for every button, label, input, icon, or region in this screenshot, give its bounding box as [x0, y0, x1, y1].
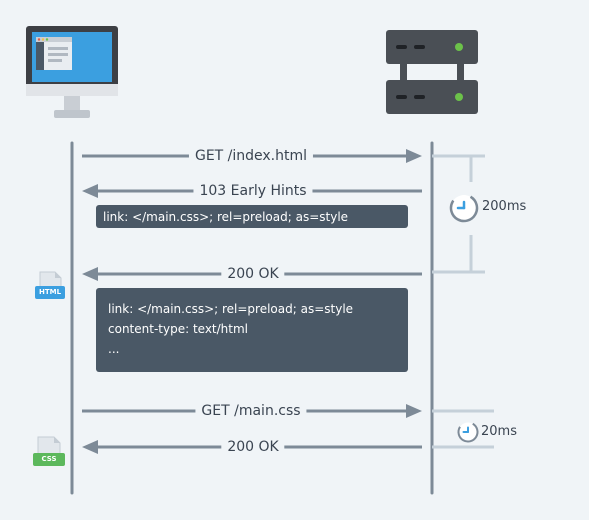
early-hints-header-box: link: </main.css>; rel=preload; as=style: [96, 205, 408, 228]
client-monitor-icon: [26, 26, 118, 118]
stopwatch-icon: [449, 193, 479, 223]
message-get-index: GET /index.html: [188, 147, 314, 165]
header-line: ...: [108, 342, 120, 356]
css-file-icon: CSS: [32, 436, 66, 468]
message-early-hints: 103 Early Hints: [193, 182, 313, 200]
message-ok-index: 200 OK: [221, 265, 285, 283]
server-rack-icon: [386, 30, 478, 114]
timer-bracket-index: [432, 154, 485, 274]
timer-label-index: 200ms: [482, 199, 527, 214]
header-line: content-type: text/html: [108, 322, 248, 336]
html-badge-label: HTML: [38, 288, 62, 296]
message-ok-css: 200 OK: [221, 438, 285, 456]
timer-label-css: 20ms: [481, 424, 517, 439]
html-file-icon: HTML: [34, 271, 66, 301]
css-badge-label: CSS: [41, 455, 57, 463]
timer-bracket-css: [432, 409, 494, 449]
header-line: link: </main.css>; rel=preload; as=style: [108, 302, 354, 316]
stopwatch-icon: [457, 421, 479, 443]
message-get-css: GET /main.css: [195, 402, 307, 420]
header-line: link: </main.css>; rel=preload; as=style: [103, 210, 349, 224]
ok-header-box: link: </main.css>; rel=preload; as=style…: [96, 288, 408, 372]
